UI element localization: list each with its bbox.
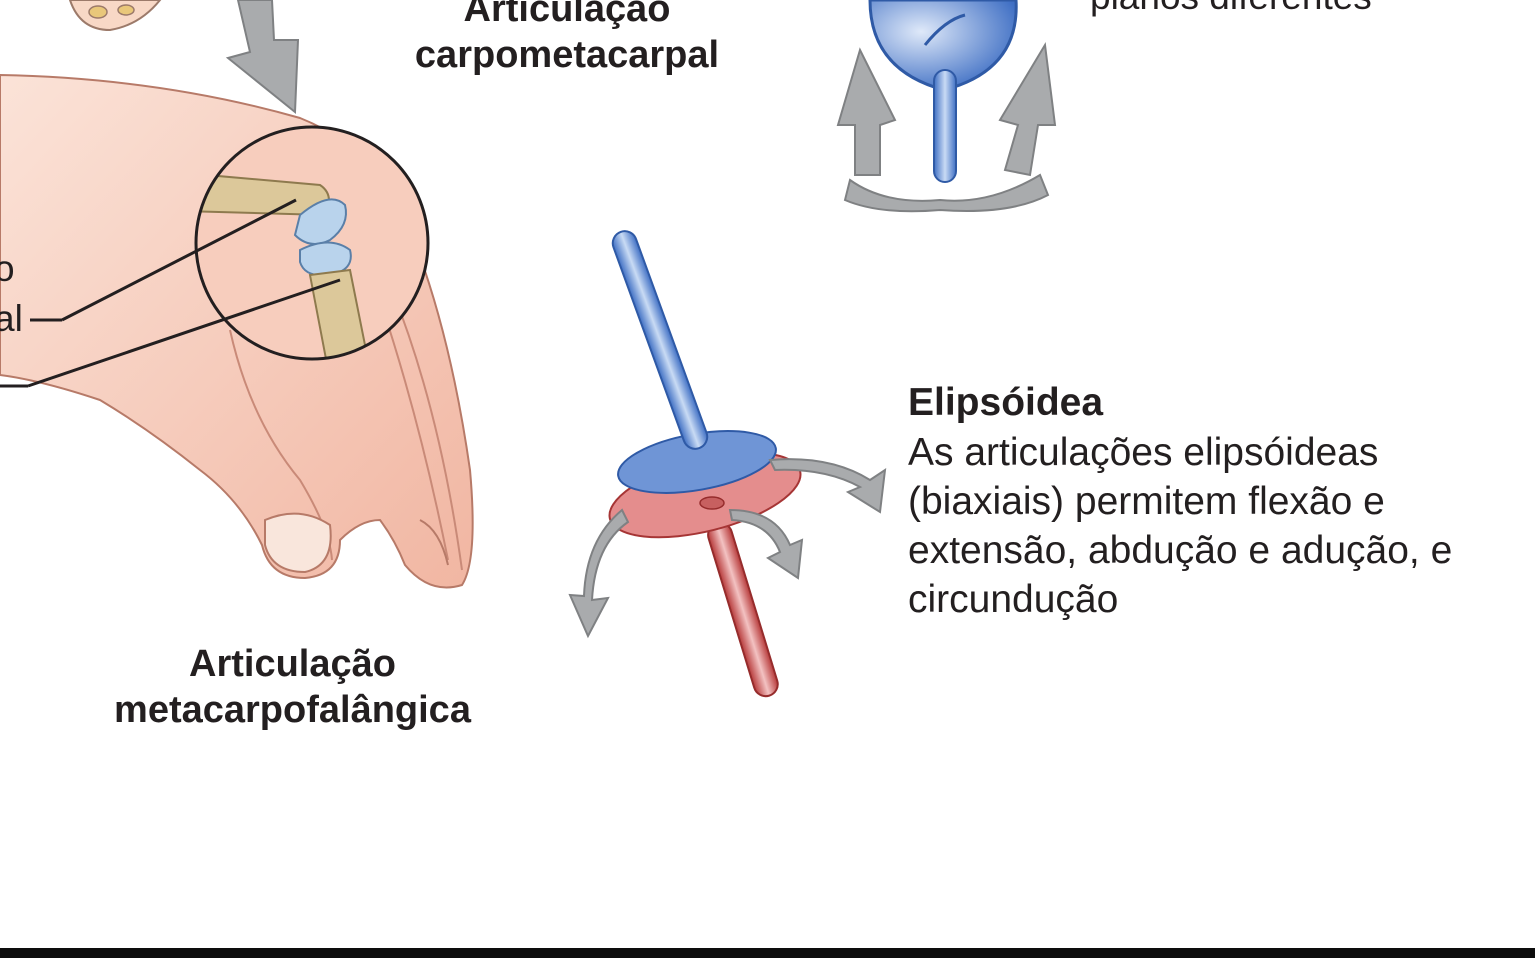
ball-socket-model [836, 0, 1057, 213]
ellipsoid-description: As articulações elipsóideas (biaxiais) p… [908, 431, 1453, 621]
ellipsoid-model [568, 230, 887, 698]
label-left-fragment-2: al [0, 298, 23, 339]
label-carpometacarpal: Articulação carpometacarpal [414, 0, 720, 76]
magnified-joint-circle [194, 125, 430, 361]
label-top-right-fragment: planos diferentes [1090, 0, 1372, 19]
label-left-fragment-1: o [0, 248, 15, 289]
ellipsoid-title: Elipsóidea [908, 381, 1104, 424]
leader-lines [0, 198, 341, 388]
bottom-border-bar [0, 948, 1535, 958]
pointer-arrow [225, 0, 300, 115]
top-left-hand-sketch [68, 0, 162, 32]
label-metacarpophalangeal: Articulação metacarpofalângica [114, 643, 471, 731]
